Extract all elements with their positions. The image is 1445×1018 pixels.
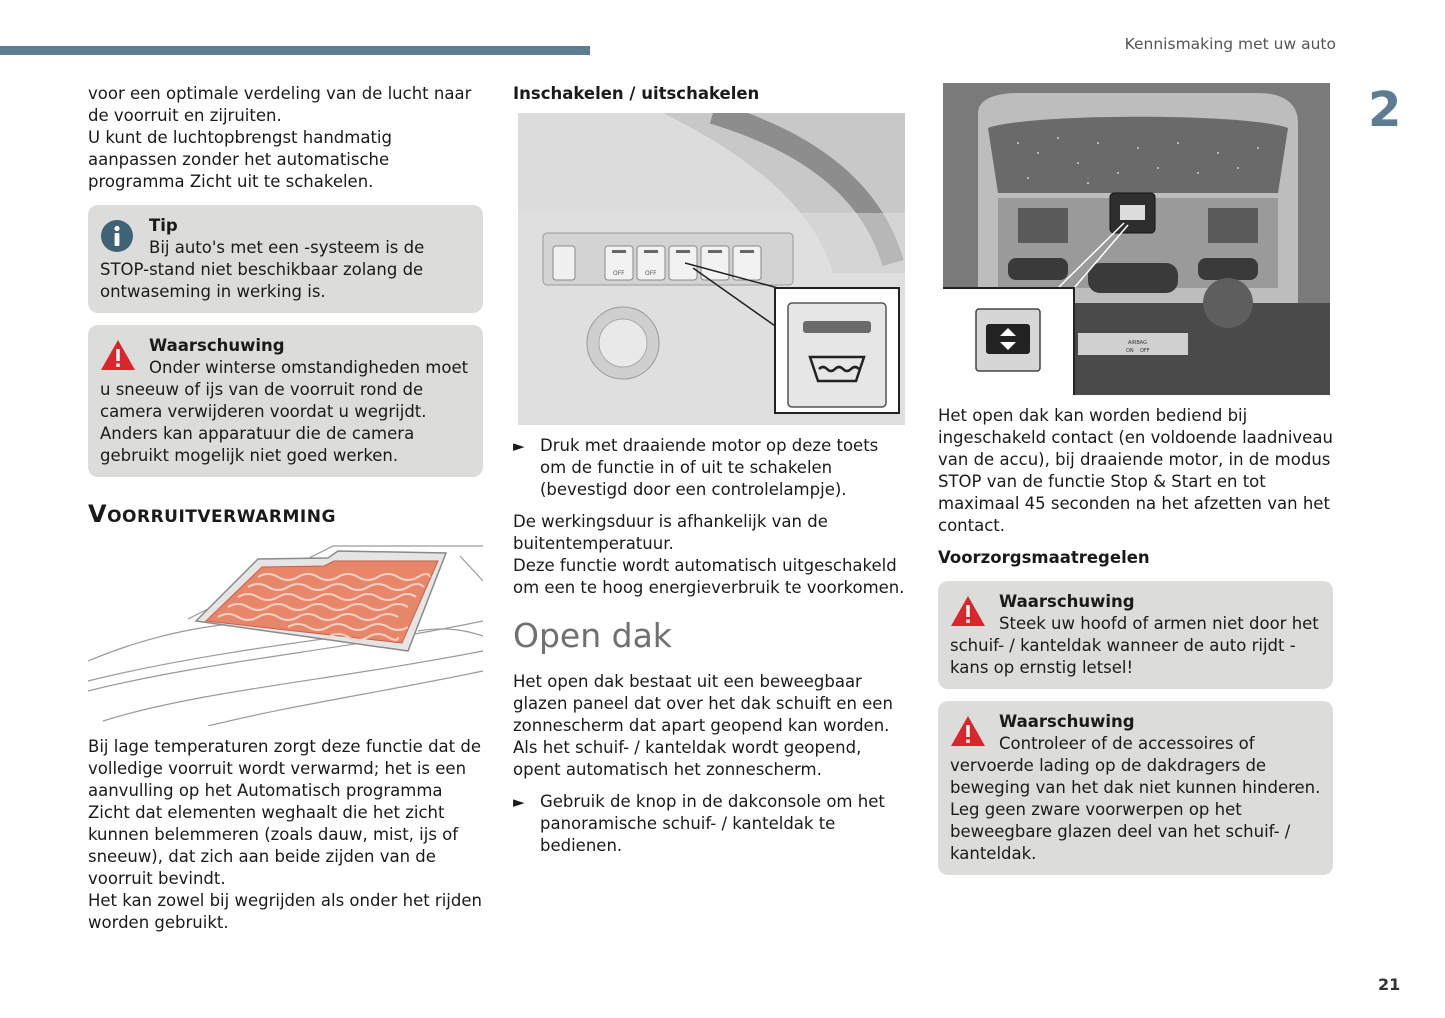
windscreen-defrost-icon [808, 355, 866, 383]
warning-title: Waarschuwing [999, 592, 1135, 611]
warning-title: Waarschuwing [149, 336, 285, 355]
instruction-text: Gebruik de knop in de dakconsole om het … [540, 792, 885, 855]
section-title-open-dak: Open dak [513, 616, 672, 655]
warning-box: Waarschuwing Steek uw hoofd of armen nie… [938, 581, 1333, 689]
panel-off-label: OFF [645, 270, 657, 277]
page-number: 21 [1378, 975, 1401, 994]
body-paragraph: Bij lage temperaturen zorgt deze functie… [88, 737, 482, 888]
body-paragraph: Deze functie wordt automatisch uitgescha… [513, 556, 905, 597]
chapter-bar [0, 46, 590, 55]
roof-console-illustration: AIRBAG ON OFF [943, 83, 1330, 395]
windscreen-heating-illustration [88, 545, 483, 726]
arrow-right-icon: ► [513, 793, 525, 811]
warning-triangle-icon [100, 339, 136, 377]
warning-title: Waarschuwing [999, 712, 1135, 731]
tip-title: Tip [149, 216, 178, 235]
chapter-title: Kennismaking met uw auto [1124, 35, 1336, 53]
subtitle-precautions: Voorzorgsmaatregelen [938, 548, 1150, 567]
warning-text: Steek uw hoofd of armen niet door het sc… [950, 614, 1319, 677]
instruction-bullet: ► Druk met draaiende motor op deze toets… [513, 435, 908, 501]
body-paragraph: Het kan zowel bij wegrijden als onder he… [88, 891, 482, 932]
warning-box: Waarschuwing Controleer of de accessoire… [938, 701, 1333, 875]
section-title: Voorruitverwarming [88, 500, 336, 528]
intro-paragraph: U kunt de luchtopbrengst handmatig aanpa… [88, 128, 392, 191]
chapter-number: 2 [1368, 82, 1402, 138]
subtitle-switch: Inschakelen / uitschakelen [513, 84, 760, 103]
warning-triangle-icon [950, 715, 986, 753]
sunroof-switch-icon [986, 324, 1030, 354]
instruction-text: Druk met draaiende motor op deze toets o… [540, 436, 879, 499]
info-icon [100, 219, 134, 259]
tip-text: Bij auto's met een -systeem is de STOP-s… [100, 238, 425, 301]
column-left: voor een optimale verdeling van de lucht… [88, 83, 483, 934]
column-right: AIRBAG ON OFF Het open dak kan worden be… [938, 83, 1333, 875]
column-middle: Inschakelen / uitschakelen OFF OFF [513, 83, 908, 857]
intro-paragraph: voor een optimale verdeling van de lucht… [88, 84, 472, 125]
body-paragraph: Het open dak bestaat uit een beweegbaar … [513, 672, 893, 735]
tip-box: Tip Bij auto's met een -systeem is de ST… [88, 205, 483, 313]
dashboard-button-illustration: OFF OFF [518, 113, 905, 425]
airbag-label: AIRBAG [1128, 340, 1147, 346]
body-paragraph: Als het schuif- / kanteldak wordt geopen… [513, 738, 862, 779]
warning-box: Waarschuwing Onder winterse omstandighed… [88, 325, 483, 477]
warning-text: Onder winterse omstandigheden moet u sne… [100, 358, 469, 465]
warning-text: Controleer of de accessoires of vervoerd… [950, 734, 1321, 863]
body-paragraph: De werkingsduur is afhankelijk van de bu… [513, 512, 828, 553]
panel-off-label: OFF [613, 270, 625, 277]
warning-triangle-icon [950, 595, 986, 633]
airbag-off-label: OFF [1140, 348, 1150, 354]
airbag-on-label: ON [1126, 348, 1134, 354]
instruction-bullet: ► Gebruik de knop in de dakconsole om he… [513, 791, 908, 857]
body-paragraph: Het open dak kan worden bediend bij inge… [938, 406, 1333, 535]
arrow-right-icon: ► [513, 437, 525, 455]
